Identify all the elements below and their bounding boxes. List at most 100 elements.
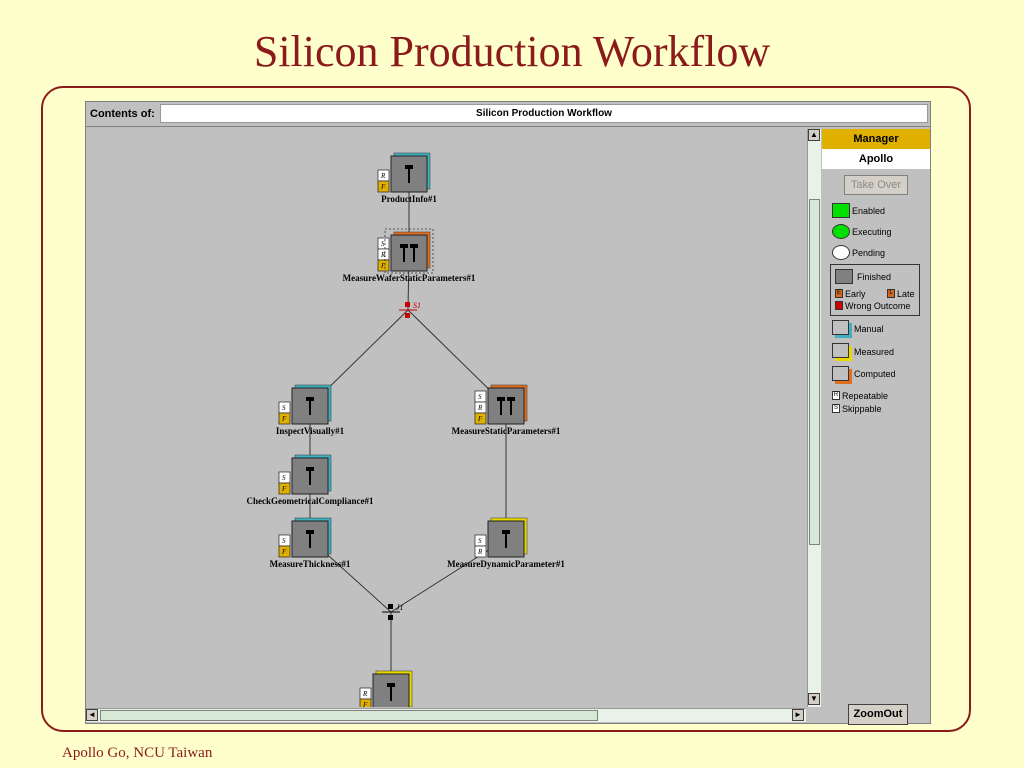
legend-wrong-outcome: Wrong Outcome [845,301,911,311]
selection-box [384,228,434,274]
contents-bar: Contents of: Silicon Production Workflow [86,102,930,127]
pending-swatch-icon [832,245,850,260]
workflow-node[interactable]: SRF MeasureStaticParameters#1 [452,384,561,436]
scroll-up-button[interactable]: ▲ [808,129,820,141]
skippable-badge-icon: S [832,404,840,413]
hammer-icon [306,397,314,415]
hammer-icon [400,244,418,262]
measured-swatch-icon [832,343,849,358]
node-badge-label: F [477,415,483,423]
legend-enabled: Enabled [852,206,886,216]
node-badge-label: S [478,537,482,545]
split-connector[interactable]: S1 [399,301,421,318]
workflow-graph[interactable]: RFProductInfo#1SRFMeasureWaferStaticPara… [86,129,806,707]
vertical-scrollbar[interactable]: ▲ ▼ [807,129,821,707]
node-badge-label: F [281,548,287,556]
node-box [487,387,525,425]
hammer-icon [405,165,413,183]
legend-early: Early [845,289,866,299]
scroll-down-button[interactable]: ▼ [808,693,820,705]
node-badge [377,180,390,193]
node-badge [377,259,390,272]
workflow-node[interactable]: SRF MeasureWaferStaticParameters#1 [343,231,476,283]
legend-finished: Finished [857,272,892,282]
join-connector-marker [388,604,393,609]
workflow-node[interactable]: SR MeasureDynamicParameter#1 [447,517,565,569]
hammer-icon [306,530,314,548]
legend-computed: Computed [854,369,896,379]
node-label: MeasureWaferStaticParameters#1 [343,273,476,283]
legend-repeatable: Repeatable [842,391,889,401]
split-connector-label: S1 [413,301,421,310]
vertical-scroll-thumb[interactable] [809,199,820,545]
scroll-left-button[interactable]: ◄ [86,709,98,721]
split-connector-marker [405,302,410,307]
horizontal-scroll-thumb[interactable] [100,710,598,721]
legend-measured: Measured [854,347,895,357]
repeatable-badge-icon: R [832,391,840,400]
node-badge [278,412,291,425]
computed-swatch-icon [832,366,849,381]
manual-swatch-icon [832,320,849,335]
join-connector[interactable]: J1 [382,603,404,620]
node-badge-label: F [281,485,287,493]
node-label: CheckGeometricalCompliance#1 [247,496,374,506]
finished-legend-box: Finished E Early L Late Wrong Outcome [830,264,920,316]
legend-executing: Executing [852,227,892,237]
workflow-window: Contents of: Silicon Production Workflow… [85,101,931,725]
legend-skippable: Skippable [842,404,882,414]
horizontal-scrollbar[interactable]: ◄ ► [86,708,806,722]
contents-label: Contents of: [90,108,155,120]
node-badge-label: S [282,404,286,412]
hammer-icon [502,530,510,548]
node-box [390,234,428,272]
node-badge-label: R [380,172,386,180]
manager-value: Apollo [822,149,930,169]
take-over-button[interactable]: Take Over [844,175,908,195]
workflow-node[interactable]: SF CheckGeometricalCompliance#1 [247,454,374,506]
node-badge-label: S [282,474,286,482]
node-badge [474,412,487,425]
node-label: MeasureStaticParameters#1 [452,426,561,436]
slide-footer: Apollo Go, NCU Taiwan [62,745,213,761]
finished-swatch-icon [835,269,853,284]
node-label: InspectVisually#1 [276,426,345,436]
manager-header: Manager [822,129,930,149]
legend-late: Late [897,289,915,299]
workflow-node[interactable]: RFSiliconNonConformity#1 [343,670,440,707]
node-badge-label: R [380,251,386,259]
node-badge-label: S [282,537,286,545]
node-badge-label: R [477,548,483,556]
legend-pending: Pending [852,248,886,258]
hammer-icon [387,683,395,701]
workflow-edge [390,538,507,613]
zoom-out-button[interactable]: ZoomOut [848,704,908,725]
node-badge [359,698,372,707]
node-label: MeasureDynamicParameter#1 [447,559,565,569]
contents-value: Silicon Production Workflow [160,104,928,123]
node-badge-label: S [381,240,385,248]
node-badge-label: R [362,690,368,698]
executing-swatch-icon [832,224,850,239]
node-badge [474,545,487,558]
node-badge-label: F [380,183,386,191]
node-badge [278,545,291,558]
node-badge-label: S [478,393,482,401]
scroll-right-button[interactable]: ► [792,709,804,721]
join-connector-label: J1 [396,603,404,612]
slide-frame [41,86,971,732]
node-badge-label: F [362,701,368,707]
early-badge-icon: E [835,289,843,298]
slide-title: Silicon Production Workflow [253,27,771,76]
hammer-icon [497,397,515,415]
join-connector-marker [388,615,393,620]
split-connector-marker [405,313,410,318]
hammer-icon [306,467,314,485]
late-badge-icon: L [887,289,895,298]
node-badge-label: F [380,262,386,270]
node-badge-label: R [477,404,483,412]
